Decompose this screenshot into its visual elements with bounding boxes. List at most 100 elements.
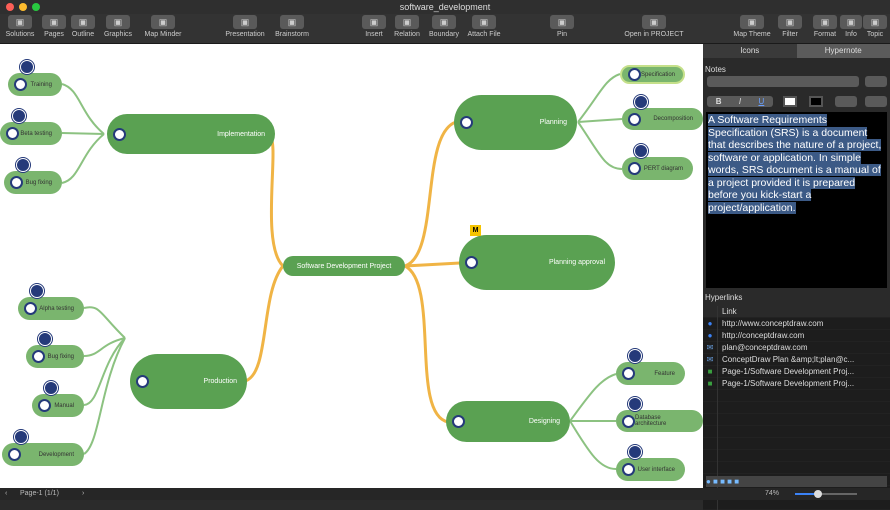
font-select[interactable] bbox=[707, 76, 859, 87]
title-bar: software_development bbox=[0, 0, 890, 14]
toolbar-pages-button[interactable]: ▣Pages bbox=[40, 15, 68, 38]
branch-planning bbox=[405, 122, 456, 266]
toolbar-topic-button[interactable]: ▣Topic bbox=[863, 15, 887, 38]
topic-decomposition[interactable]: Decomposition bbox=[622, 108, 703, 130]
toolbar-outline-button[interactable]: ▣Outline bbox=[68, 15, 98, 38]
hyperlink-row[interactable]: ✉plan@conceptdraw.com bbox=[703, 342, 890, 354]
note-editor[interactable]: A Software Requirements Specification (S… bbox=[706, 112, 887, 288]
branch-designing bbox=[405, 266, 448, 422]
clock-icon bbox=[628, 162, 641, 175]
topic-icon: ▣ bbox=[863, 15, 887, 29]
toolbar-boundary-button[interactable]: ▣Boundary bbox=[426, 15, 462, 38]
topic-bug-fixing[interactable]: Bug fixing bbox=[4, 171, 62, 194]
topic-database-architecture[interactable]: Database architecture bbox=[616, 410, 703, 432]
hyperlink-toolbar: ● ■ ■ ■ ■ bbox=[706, 476, 887, 487]
page-link-icon: ■ bbox=[703, 378, 718, 390]
underline-button[interactable]: U bbox=[758, 96, 764, 107]
toolbar-insert-button[interactable]: ▣Insert bbox=[360, 15, 388, 38]
clock-icon bbox=[6, 127, 19, 140]
hyperlink-row[interactable]: ■Page-1/Software Development Proj... bbox=[703, 366, 890, 378]
topic-development[interactable]: Development bbox=[2, 443, 84, 466]
toolbar-open-in-project-button[interactable]: ▣Open in PROJECT bbox=[620, 15, 688, 38]
topic-pert-diagram[interactable]: PERT diagram bbox=[622, 157, 693, 180]
globe-icon: ● bbox=[703, 330, 718, 342]
topic-label: Planning bbox=[540, 119, 567, 126]
milestone-icon: M bbox=[470, 225, 481, 236]
close-button[interactable] bbox=[6, 3, 14, 11]
topic-planning[interactable]: Planning bbox=[454, 95, 577, 150]
toolbar-solutions-button[interactable]: ▣Solutions bbox=[2, 15, 38, 38]
page-indicator[interactable]: Page-1 (1/1) bbox=[20, 488, 59, 500]
topic-feature[interactable]: Feature bbox=[616, 362, 685, 385]
toolbar-info-button[interactable]: ▣Info bbox=[840, 15, 862, 38]
task-clock-icon bbox=[12, 109, 26, 123]
clock-icon bbox=[14, 78, 27, 91]
list-button[interactable] bbox=[835, 96, 857, 107]
minimize-button[interactable] bbox=[19, 3, 27, 11]
zoom-level[interactable]: 74% bbox=[765, 488, 779, 500]
hyperlink-row[interactable]: ●http://www.conceptdraw.com bbox=[703, 318, 890, 330]
next-page-button[interactable]: › bbox=[82, 488, 84, 500]
hyperlink-row[interactable]: ■Page-1/Software Development Proj... bbox=[703, 378, 890, 390]
topic-label: Training bbox=[31, 82, 52, 88]
topic-training[interactable]: Training bbox=[8, 73, 62, 96]
prev-page-button[interactable]: ‹ bbox=[5, 488, 7, 500]
topic-planning-approval[interactable]: Planning approval bbox=[459, 235, 615, 290]
globe-icon: ● bbox=[703, 318, 718, 330]
background-color-button[interactable] bbox=[783, 96, 797, 107]
toolbar-pin-button[interactable]: ▣Pin bbox=[550, 15, 574, 38]
solutions-icon: ▣ bbox=[8, 15, 32, 29]
toolbar-brainstorm-button[interactable]: ▣Brainstorm bbox=[272, 15, 312, 38]
topic-label: Implementation bbox=[217, 131, 265, 138]
toolbar-graphics-button[interactable]: ▣Graphics bbox=[102, 15, 134, 38]
align-button[interactable] bbox=[865, 96, 887, 107]
task-clock-icon bbox=[20, 60, 34, 74]
topic-manual[interactable]: Manual bbox=[32, 394, 84, 417]
hyperlink-row[interactable]: ●http://conceptdraw.com bbox=[703, 330, 890, 342]
topic-specification[interactable]: Specification bbox=[620, 65, 685, 84]
hyperlinks-label: Hyperlinks bbox=[705, 293, 742, 302]
clock-icon bbox=[622, 463, 635, 476]
insert-icon: ▣ bbox=[362, 15, 386, 29]
topic-user-interface[interactable]: User interface bbox=[616, 458, 685, 481]
toolbar-attach-file-button[interactable]: ▣Attach File bbox=[465, 15, 503, 38]
clock-icon bbox=[622, 415, 635, 428]
clock-icon bbox=[113, 128, 126, 141]
hyperlink-row[interactable]: ✉ConceptDraw Plan &amp;lt;plan@c... bbox=[703, 354, 890, 366]
topic-beta-testing[interactable]: Beta testing bbox=[0, 122, 62, 145]
text-color-button[interactable] bbox=[809, 96, 823, 107]
toolbar-map-theme-button[interactable]: ▣Map Theme bbox=[732, 15, 772, 38]
relation-icon: ▣ bbox=[395, 15, 419, 29]
topic-label: Manual bbox=[54, 403, 74, 409]
toolbar-presentation-button[interactable]: ▣Presentation bbox=[222, 15, 268, 38]
format-group: B I U bbox=[707, 96, 773, 107]
size-select[interactable] bbox=[865, 76, 887, 87]
tab-hypernote[interactable]: Hypernote bbox=[797, 44, 890, 58]
mind-map-canvas[interactable]: Software Development Project Implementati… bbox=[0, 44, 703, 488]
zoom-button[interactable] bbox=[32, 3, 40, 11]
toolbar-filter-button[interactable]: ▣Filter bbox=[778, 15, 802, 38]
bold-button[interactable]: B bbox=[716, 96, 722, 107]
tab-icons[interactable]: Icons bbox=[703, 44, 797, 58]
topic-alpha-testing[interactable]: Alpha testing bbox=[18, 297, 84, 320]
topic-bug-fixing[interactable]: Bug fixing bbox=[26, 345, 84, 368]
task-clock-icon bbox=[634, 95, 648, 109]
toolbar-format-button[interactable]: ▣Format bbox=[810, 15, 840, 38]
topic-label: Feature bbox=[654, 371, 675, 377]
empty-row bbox=[703, 450, 890, 462]
pages-icon: ▣ bbox=[42, 15, 66, 29]
branch-planning-approval bbox=[405, 263, 460, 266]
topic-designing[interactable]: Designing bbox=[446, 401, 570, 442]
italic-button[interactable]: I bbox=[739, 96, 741, 107]
topic-label: PERT diagram bbox=[644, 166, 683, 172]
task-clock-icon bbox=[44, 381, 58, 395]
toolbar-relation-button[interactable]: ▣Relation bbox=[391, 15, 423, 38]
task-clock-icon bbox=[634, 144, 648, 158]
topic-implementation[interactable]: Implementation bbox=[107, 114, 275, 154]
zoom-slider[interactable] bbox=[795, 493, 857, 495]
notes-label: Notes bbox=[705, 65, 726, 74]
clock-icon bbox=[10, 176, 23, 189]
toolbar-map-minder-button[interactable]: ▣Map Minder bbox=[136, 15, 190, 38]
topic-center[interactable]: Software Development Project bbox=[283, 256, 405, 276]
topic-production[interactable]: Production bbox=[130, 354, 247, 409]
